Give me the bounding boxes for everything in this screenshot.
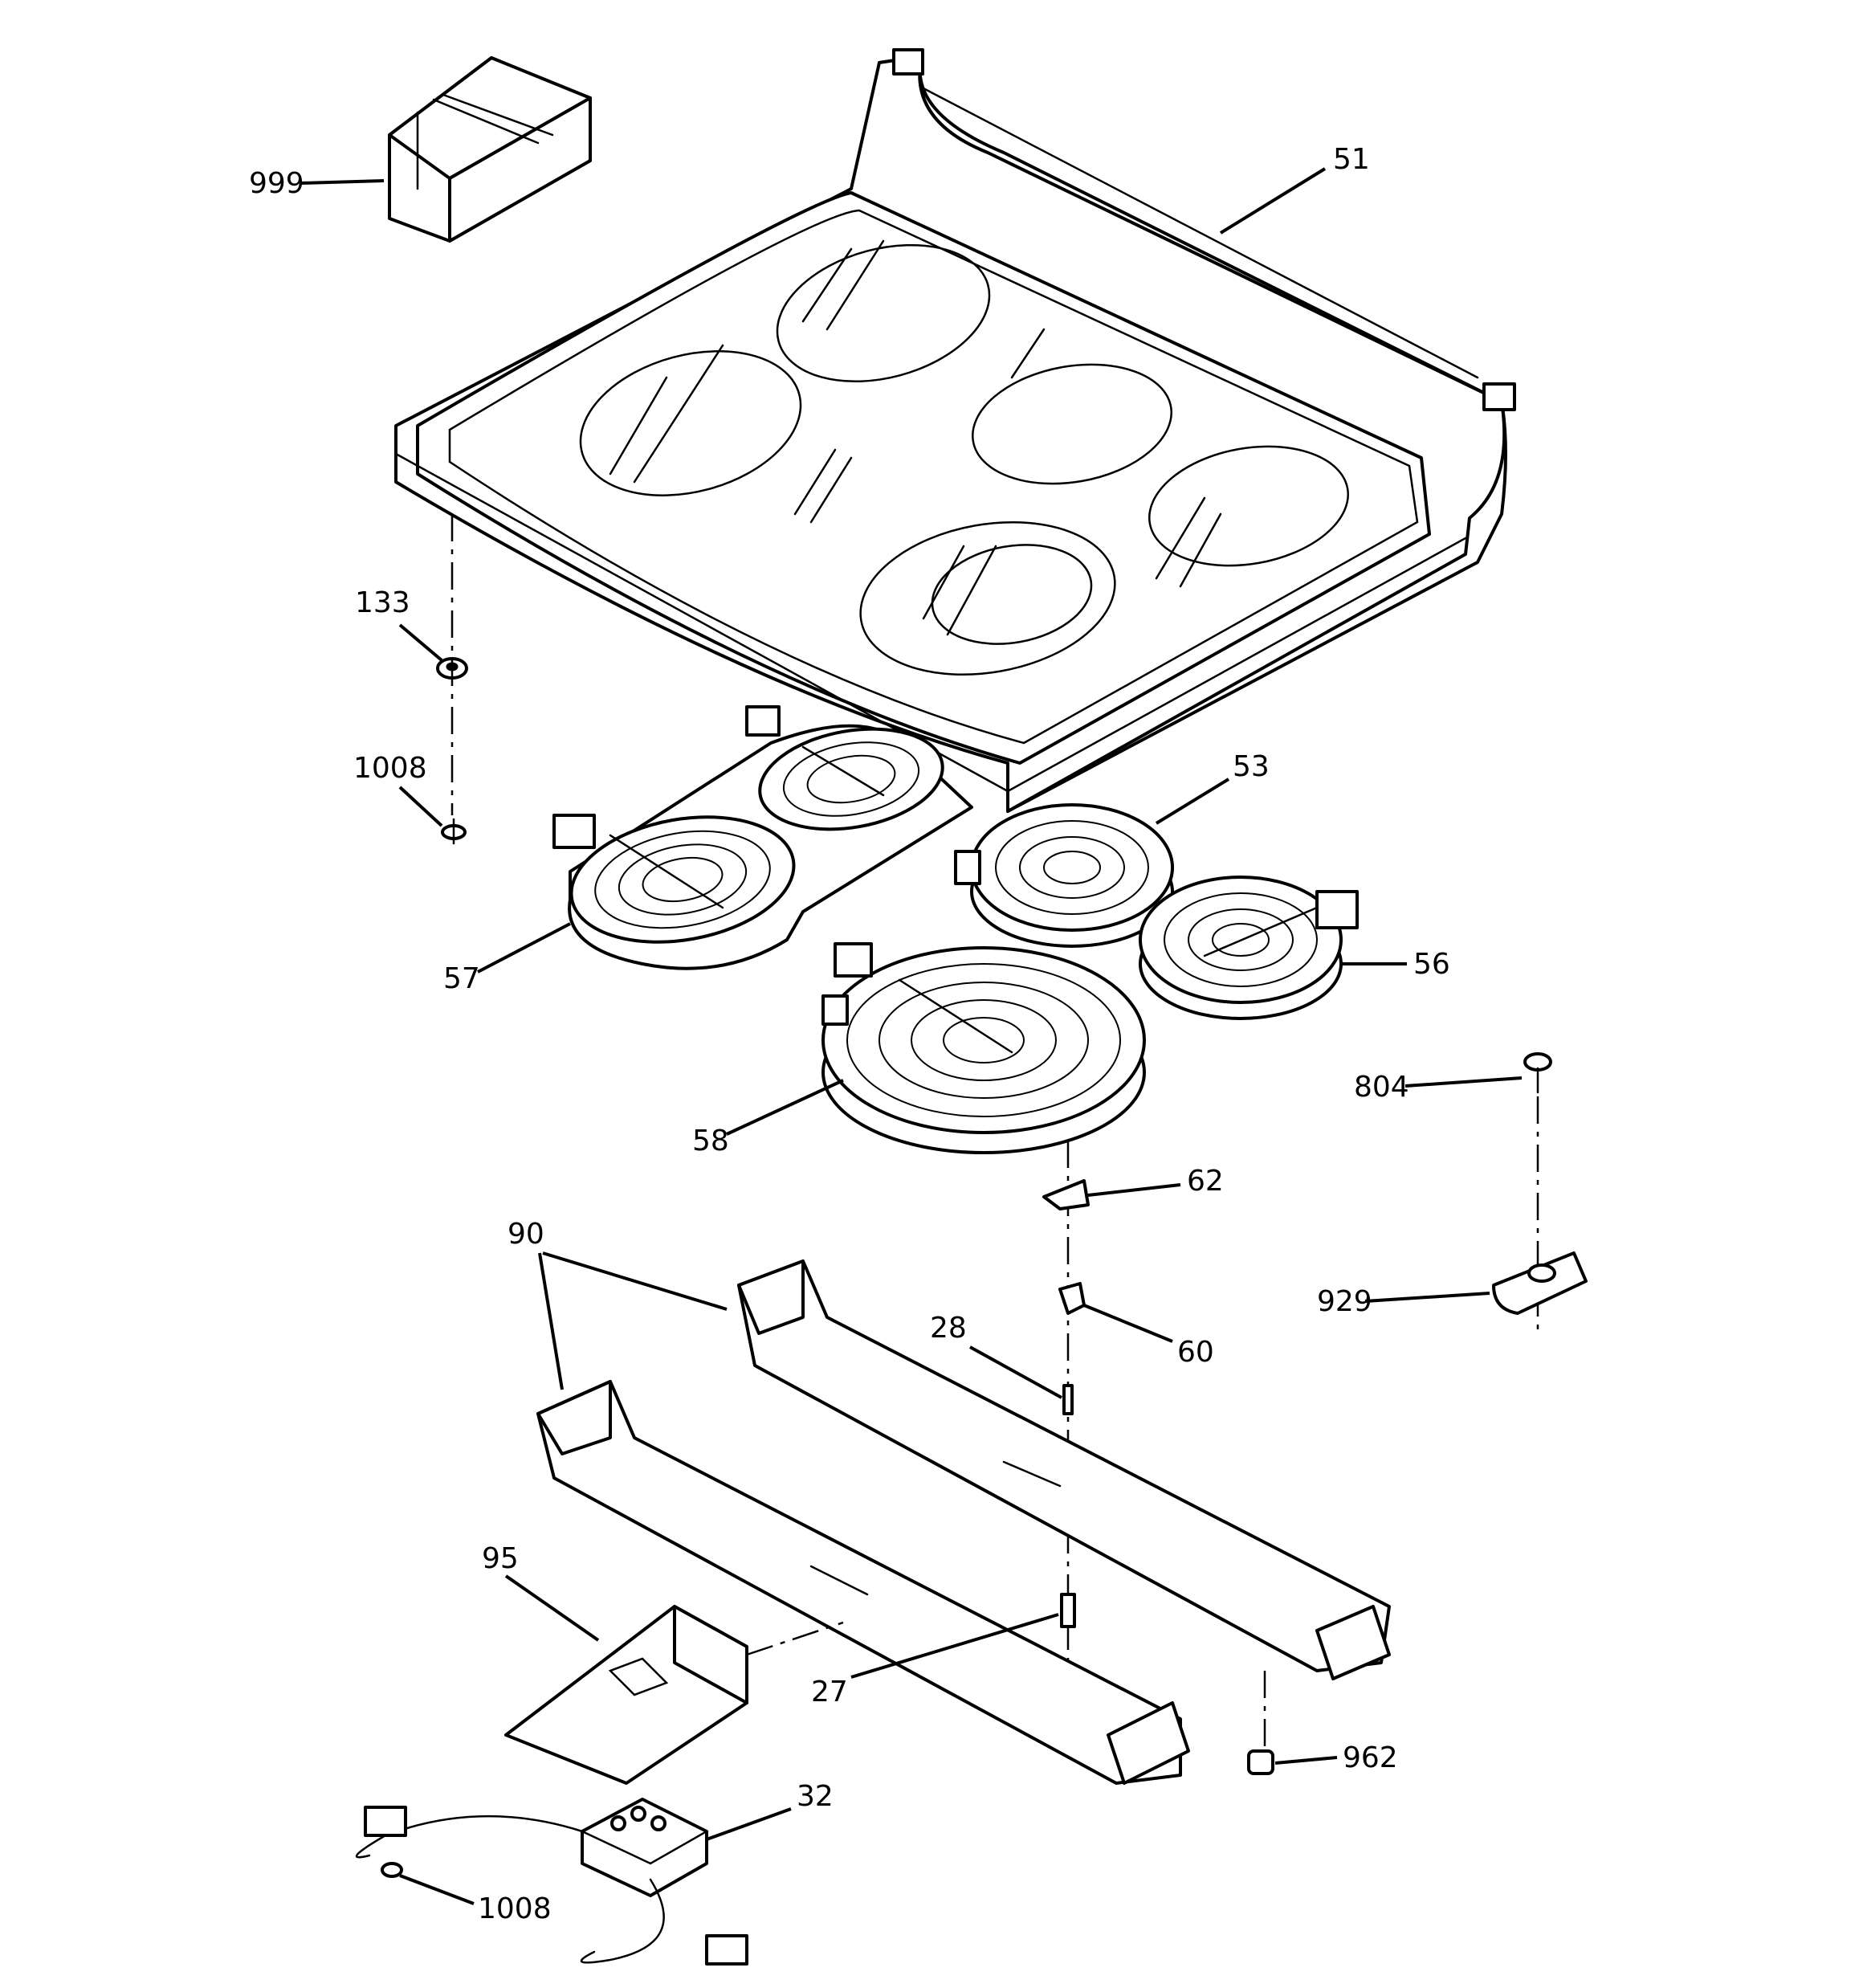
- callout-58: 58: [692, 1125, 729, 1157]
- callout-28: 28: [930, 1312, 967, 1345]
- part-28-pin: [1062, 1384, 1074, 1415]
- part-56-element: [1139, 876, 1359, 1020]
- part-804-screw: [1523, 1052, 1552, 1094]
- part-57-dual-element: [552, 705, 973, 970]
- part-60-clip: [1058, 1282, 1086, 1315]
- part-962-grommet: [1247, 1749, 1274, 1775]
- part-62-clip: [1042, 1179, 1090, 1210]
- callout-62: 62: [1187, 1165, 1224, 1198]
- callouts: 999 51 133 1008 53 57 56 58 804 62 90 92…: [249, 143, 1450, 1925]
- part-53-element: [954, 803, 1174, 948]
- callout-53: 53: [1233, 750, 1270, 783]
- part-1008-screw-bottom: [381, 1862, 403, 1878]
- callout-57: 57: [443, 962, 480, 995]
- callout-999: 999: [249, 167, 304, 200]
- callout-1008-top: 1008: [353, 752, 427, 785]
- callout-90: 90: [508, 1218, 544, 1251]
- callout-133: 133: [355, 586, 410, 619]
- callout-60: 60: [1177, 1336, 1214, 1369]
- part-999-box: [388, 56, 592, 243]
- part-51-cooktop: [394, 48, 1516, 813]
- callout-27: 27: [811, 1676, 848, 1708]
- part-929-bracket: [1492, 1251, 1588, 1315]
- part-95-cover: [504, 1605, 748, 1785]
- callout-32: 32: [797, 1780, 834, 1813]
- part-27-spring: [1060, 1593, 1076, 1628]
- part-32-terminal-block: [355, 1798, 748, 1966]
- callout-804: 804: [1354, 1071, 1409, 1104]
- callout-95: 95: [482, 1542, 519, 1575]
- callout-929: 929: [1317, 1285, 1372, 1318]
- callout-51: 51: [1333, 143, 1370, 176]
- part-1008-screw-top: [441, 818, 467, 845]
- part-90-rear-rail: [737, 1259, 1391, 1680]
- leader-lines: [300, 167, 1523, 1905]
- callout-56: 56: [1413, 948, 1450, 981]
- callout-1008-bottom: 1008: [478, 1892, 552, 1925]
- part-90-front-rail: [536, 1380, 1190, 1785]
- part-58-element: [821, 942, 1146, 1154]
- callout-962: 962: [1343, 1741, 1398, 1774]
